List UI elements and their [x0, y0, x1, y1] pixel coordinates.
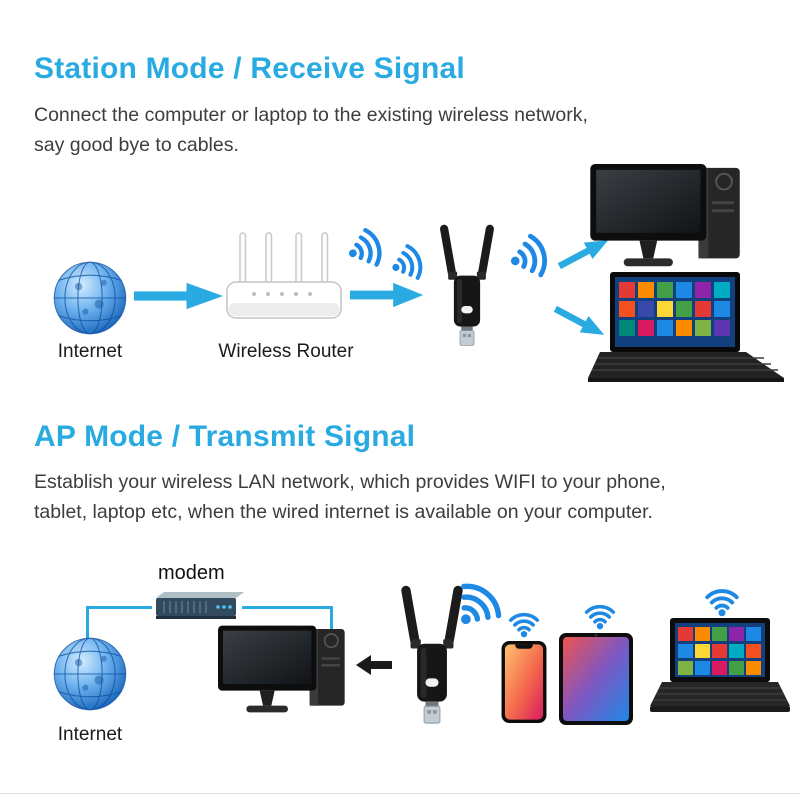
internet-label: Internet	[57, 341, 123, 362]
station-desc-line2: say good bye to cables.	[34, 134, 239, 156]
internet-label: Internet	[57, 724, 123, 745]
station-desc-line1: Connect the computer or laptop to the ex…	[34, 104, 588, 126]
smartphone-icon	[500, 640, 548, 724]
usb-wifi-adapter-icon	[390, 584, 474, 726]
modem-label: modem	[158, 562, 225, 584]
wireless-router-label: Wireless Router	[218, 341, 354, 362]
tablet-icon	[558, 632, 634, 726]
wifi-signal-icon	[441, 570, 513, 641]
desktop-computer-icon	[208, 624, 358, 724]
wifi-signal-icon	[584, 602, 616, 630]
flow-arrow-icon	[551, 300, 610, 344]
network-line	[330, 606, 333, 650]
flow-arrow-icon	[134, 282, 224, 310]
wifi-signal-icon	[504, 228, 557, 285]
laptop-tablet-icon	[588, 272, 788, 384]
wifi-signal-icon	[508, 610, 540, 638]
black-arrow-icon	[356, 654, 392, 676]
wifi-signal-icon	[341, 222, 391, 276]
ap-mode-description: Establish your wireless LAN network, whi…	[34, 467, 666, 527]
desktop-computer-icon	[588, 162, 746, 280]
wifi-signal-icon	[385, 239, 431, 288]
wireless-router-icon	[224, 230, 344, 325]
bottom-divider	[0, 793, 800, 794]
usb-wifi-adapter-icon	[430, 224, 504, 347]
internet-globe-icon	[52, 636, 128, 712]
laptop-icon	[650, 618, 790, 722]
modem-icon	[148, 592, 244, 622]
ap-desc-line2: tablet, laptop etc, when the wired inter…	[34, 501, 653, 523]
network-line	[86, 606, 152, 609]
network-line	[86, 606, 89, 643]
ap-desc-line1: Establish your wireless LAN network, whi…	[34, 471, 666, 493]
network-line	[242, 606, 333, 609]
internet-globe-icon	[52, 260, 128, 336]
flow-arrow-icon	[350, 282, 424, 308]
station-mode-description: Connect the computer or laptop to the ex…	[34, 100, 588, 160]
wifi-signal-icon	[704, 586, 740, 617]
station-mode-title: Station Mode / Receive Signal	[34, 52, 465, 85]
flow-arrow-icon	[555, 231, 614, 275]
ap-mode-title: AP Mode / Transmit Signal	[34, 420, 416, 453]
